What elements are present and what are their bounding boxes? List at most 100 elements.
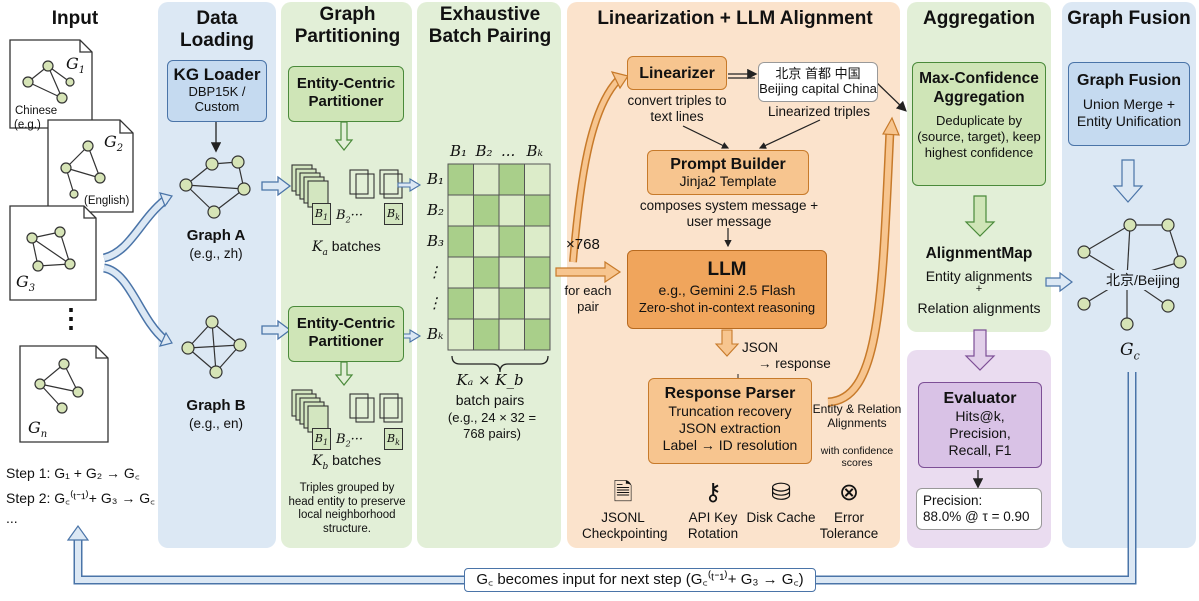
convert-text: convert triples to text lines: [627, 93, 727, 124]
grid-cell: [524, 163, 551, 196]
batch-bk-b: Bk: [384, 428, 403, 450]
partitioner-b-box: Entity-Centric Partitioner: [288, 306, 404, 362]
partitioner-a-title: Entity-Centric Partitioner: [296, 75, 396, 110]
grid-row-label: Bₖ: [427, 325, 444, 343]
grid-column-label: ...: [501, 142, 516, 160]
prompt-builder-sub: Jinja2 Template: [679, 173, 777, 189]
max-confidence-sub: Deduplicate by (source, target), keep hi…: [917, 113, 1041, 160]
kb-batches: Kb batches: [312, 452, 382, 472]
grid-cell: [473, 318, 500, 351]
grid-cell: [447, 287, 474, 320]
grid-row-label: B₃: [427, 232, 445, 250]
partitioner-b-title: Entity-Centric Partitioner: [296, 315, 396, 350]
batch-b1-a: B1: [312, 203, 331, 225]
linearized-triples-box: 北京 首都 中国 Beijing capital China: [758, 62, 878, 102]
input-ellipsis: ...: [6, 510, 18, 526]
for-each-pair: for each pair: [564, 283, 612, 314]
batch-stack-a: [291, 164, 403, 208]
rp-line1: Truncation recovery: [668, 403, 792, 419]
disk-icon: ⛁: [770, 478, 792, 506]
partition-note: Triples grouped by head entity to preser…: [288, 482, 406, 535]
graph-b-label: Graph B: [186, 397, 246, 414]
response-label: → response: [758, 356, 831, 371]
step2-text: Step 2: G꜀⁽ᵗ⁻¹⁾+ G₃ → G꜀: [6, 490, 155, 506]
grid-cell: [524, 256, 551, 289]
alignment-map-title: AlignmentMap: [925, 245, 1033, 262]
linearized-en: Beijing capital China: [759, 81, 877, 96]
grid-to-llm-arrow: [555, 260, 622, 284]
grid-cell: [473, 256, 500, 289]
tool-label: JSONL Checkpointing: [582, 510, 668, 541]
prompt-builder-box: Prompt Builder Jinja2 Template: [647, 150, 809, 195]
linearizer-box: Linearizer: [627, 56, 727, 90]
document-g2: [47, 119, 134, 213]
grid-cell: [498, 287, 525, 320]
gn-label: Gn: [28, 418, 48, 441]
alignment-map-relation: Relation alignments: [917, 300, 1041, 316]
composes-text: composes system message + user message: [639, 198, 819, 229]
partitioner-a-box: Entity-Centric Partitioner: [288, 66, 404, 122]
document-g1: [9, 39, 93, 129]
with-confidence: with confidence scores: [820, 445, 894, 469]
response-parser-box: Response Parser Truncation recovery JSON…: [648, 378, 812, 464]
batch-pairs-label: batch pairs: [455, 392, 525, 408]
error-icon: ⊗: [838, 478, 860, 506]
grid-cell: [498, 318, 525, 351]
rp-line3: Label → ID resolution: [662, 437, 798, 453]
response-parser-title: Response Parser: [664, 385, 796, 402]
batch-bk-a: Bk: [384, 203, 403, 225]
pair-example: (e.g., 24 × 32 = 768 pairs): [447, 410, 537, 441]
grid-cell: [498, 225, 525, 258]
kg-loader-box: KG Loader DBP15K / Custom: [167, 60, 267, 122]
times-768: ×768: [566, 236, 600, 253]
graph-b-sub: (e.g., en): [188, 416, 244, 431]
input-dots: ⋮: [58, 303, 84, 333]
alignment-map-plus: +: [975, 283, 983, 295]
linearized-cn: 北京 首都 中国: [775, 66, 861, 81]
graph-partitioning-title: Graph Partitioning: [294, 4, 401, 47]
linearizer-title: Linearizer: [639, 65, 715, 82]
graph-fusion-box: Graph Fusion Union Merge + Entity Unific…: [1068, 62, 1190, 146]
rp-line2: JSON extraction: [679, 420, 781, 436]
data-loading-title: Data Loading: [180, 8, 254, 51]
grid-cell: [447, 194, 474, 227]
llm-sub: e.g., Gemini 2.5 Flash: [658, 282, 796, 298]
linearization-title: Linearization + LLM Alignment: [597, 8, 873, 29]
chinese-label: Chinese: [15, 105, 58, 117]
max-confidence-title: Max-Confidence Aggregation: [919, 70, 1039, 106]
batch-pair-grid: [447, 163, 551, 351]
grid-column-label: B₁: [450, 142, 468, 160]
grid-cell: [447, 225, 474, 258]
g1-label: G1: [66, 54, 86, 77]
grid-row-label: B₂: [427, 201, 445, 219]
grid-cell: [473, 225, 500, 258]
batch-b2-b: B2···: [336, 432, 364, 449]
grid-cell: [524, 194, 551, 227]
kg-loader-sub: DBP15K / Custom: [188, 84, 246, 114]
graph-g3-icon: [26, 226, 76, 272]
batch-b2-a: B2···: [336, 208, 364, 225]
kg-loader-title: KG Loader: [173, 65, 261, 84]
eg-label: (e.g.): [14, 119, 41, 131]
grid-cell: [524, 225, 551, 258]
batch-b1-b: B1: [312, 428, 331, 450]
g2-label: G2: [104, 132, 124, 155]
graph-a-sub: (e.g., zh): [189, 246, 243, 261]
input-title: Input: [51, 8, 99, 29]
grid-column-label: Bₖ: [526, 142, 544, 160]
graph-fusion-box-title: Graph Fusion: [1077, 72, 1181, 89]
grid-cell: [498, 256, 525, 289]
feedback-label: G꜀ becomes input for next step (G꜀⁽ᵗ⁻¹⁾+…: [464, 568, 816, 592]
parser-to-aggregation-arrow: [882, 116, 900, 136]
aggregation-title: Aggregation: [923, 8, 1035, 29]
graph-gn-icon: [34, 358, 84, 414]
grid-to-linearizer-arrow: [610, 71, 629, 90]
tool-label: Disk Cache: [746, 510, 816, 525]
precision-value: 88.0% @ τ = 0.90: [923, 509, 1030, 524]
evaluator-title: Evaluator: [943, 390, 1017, 407]
fused-node-label: 北京/Beijing: [1104, 270, 1182, 290]
grid-cell: [473, 163, 500, 196]
g3-label: G3: [16, 272, 36, 295]
pair-formula: Kₐ × K_b: [456, 371, 524, 389]
grid-cell: [447, 256, 474, 289]
